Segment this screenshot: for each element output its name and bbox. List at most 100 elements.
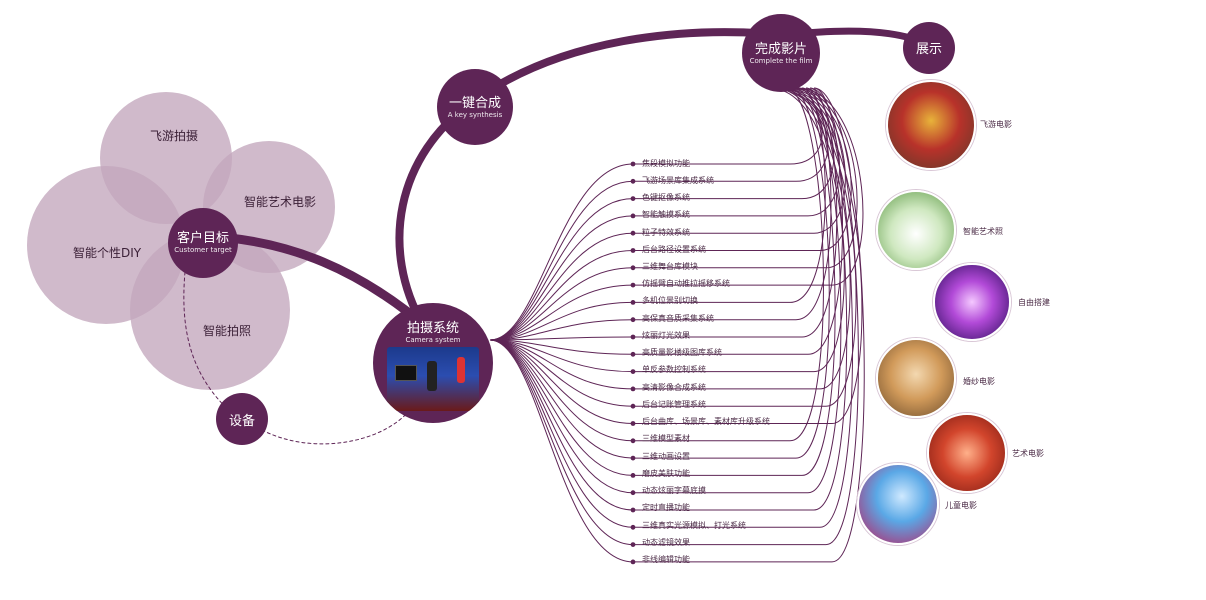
feature-item: 动态炫丽字幕底摸 — [642, 486, 706, 495]
feature-dot — [630, 473, 636, 478]
feature-link-left — [489, 250, 634, 341]
feature-link-left — [489, 215, 634, 341]
feature-item: 焦段模拟功能 — [642, 159, 690, 168]
feature-item: 定时直播功能 — [642, 503, 690, 512]
feature-dot — [630, 230, 636, 236]
feature-link-right — [633, 87, 842, 494]
output-thumb-feiyou[interactable] — [886, 80, 976, 170]
feature-link-right — [633, 87, 848, 511]
feature-dot — [630, 403, 636, 409]
feature-item: 高保真音质采集系统 — [642, 314, 714, 323]
feature-link-right — [633, 87, 823, 165]
feature-link-left — [489, 339, 634, 528]
feature-dot — [630, 559, 636, 565]
feature-item: 三维动画设置 — [642, 452, 690, 461]
feature-item: 飞游场景库集成系统 — [642, 176, 714, 185]
feature-link-right — [633, 87, 830, 459]
feature-dot — [630, 282, 636, 288]
display-title: 展示 — [915, 42, 942, 57]
feature-link-left — [489, 339, 634, 476]
complete-film-subtitle: Complete the film — [749, 57, 813, 65]
monitor-shape — [395, 365, 417, 381]
model-shape — [457, 357, 465, 383]
feature-dot — [630, 438, 636, 444]
feature-item: 仿摇臂自动推拉摇移系统 — [642, 279, 730, 288]
feature-link-left — [489, 163, 634, 341]
feature-dots — [630, 161, 636, 565]
petal-label-art-film: 智能艺术电影 — [244, 195, 317, 209]
feature-dot — [630, 369, 636, 374]
feature-dot — [630, 490, 636, 496]
feature-link-right — [633, 87, 851, 390]
feature-item: 高清影像合成系统 — [642, 383, 706, 392]
petal-bottom — [130, 230, 290, 390]
feature-link-left — [489, 198, 634, 341]
synthesis-node[interactable]: 一键合成 A key synthesis — [437, 69, 513, 145]
feature-dot — [630, 178, 636, 184]
feature-link-left — [489, 339, 634, 390]
output-thumb-wedding-film[interactable] — [876, 338, 956, 418]
feature-link-left — [489, 339, 634, 442]
feature-dot — [630, 351, 636, 357]
feature-link-left — [489, 301, 634, 341]
feature-link-right — [633, 87, 836, 476]
feature-item: 炫丽灯光效果 — [642, 331, 690, 340]
feature-item: 后台曲库、场景库、素材库升级系统 — [642, 417, 770, 426]
feature-dot — [630, 507, 636, 513]
feature-link-left — [489, 339, 634, 355]
customer-target-title: 客户目标 — [176, 231, 229, 246]
output-label: 飞游电影 — [980, 120, 1012, 129]
output-thumb-free-build[interactable] — [933, 263, 1011, 341]
feature-item: 三维模型素材 — [642, 434, 690, 443]
output-label: 智能艺术照 — [963, 227, 1003, 236]
output-label: 婚纱电影 — [963, 377, 995, 386]
feature-link-left — [489, 339, 634, 494]
feature-link-left — [489, 339, 634, 511]
feature-dot — [630, 213, 636, 219]
feature-dot — [630, 542, 636, 547]
output-thumb-kids-film[interactable] — [857, 463, 939, 545]
feature-item: 色键抠像系统 — [642, 193, 690, 202]
feature-link-left — [489, 180, 634, 341]
synthesis-subtitle: A key synthesis — [447, 111, 503, 119]
feature-item: 非线编辑功能 — [642, 555, 690, 564]
output-thumb-art-photo[interactable] — [876, 190, 956, 270]
petal-label-diy: 智能个性DIY — [73, 246, 142, 260]
feature-link-left — [489, 336, 634, 341]
petal-cluster — [27, 92, 335, 390]
complete-film-node[interactable]: 完成影片 Complete the film — [742, 14, 820, 92]
feature-dot — [630, 265, 636, 271]
feature-item: 多机位景别切换 — [642, 296, 698, 305]
customer-target-subtitle: Customer target — [174, 246, 232, 254]
feature-link-right — [633, 87, 824, 442]
feature-item: 智能触摸系统 — [642, 210, 690, 219]
feature-item: 三维舞台库模块 — [642, 262, 698, 271]
feature-item: 后台路径设置系统 — [642, 245, 706, 254]
feature-item: 三维真实光源模拟、打光系统 — [642, 521, 746, 530]
feature-link-left — [489, 284, 634, 341]
customer-target-node[interactable]: 客户目标 Customer target — [168, 208, 238, 278]
equipment-node[interactable]: 设备 — [216, 393, 268, 445]
feature-connectors — [489, 87, 865, 563]
feature-item: 磨皮美肤功能 — [642, 469, 690, 478]
complete-film-title: 完成影片 — [754, 42, 807, 57]
feature-link-left — [489, 319, 634, 341]
display-node[interactable]: 展示 — [903, 22, 955, 74]
feature-dot — [630, 524, 636, 530]
feature-link-left — [489, 339, 634, 563]
equipment-title: 设备 — [228, 414, 255, 429]
feature-item: 动态滤镜效果 — [642, 538, 690, 547]
feature-dot — [630, 386, 636, 392]
output-thumb-art-film[interactable] — [927, 413, 1007, 493]
feature-link-right — [633, 87, 865, 563]
feature-dot — [630, 334, 636, 340]
output-label: 艺术电影 — [1012, 449, 1044, 458]
feature-link-left — [489, 339, 634, 424]
feature-item: 高质量影楼级图库系统 — [642, 348, 722, 357]
feature-link-right — [633, 87, 853, 528]
connector-dashed-camera — [261, 409, 411, 445]
feature-dot — [630, 161, 636, 167]
feature-item: 后台记账管理系统 — [642, 400, 706, 409]
camera-system-node[interactable]: 拍摄系统 Camera system — [373, 303, 493, 423]
